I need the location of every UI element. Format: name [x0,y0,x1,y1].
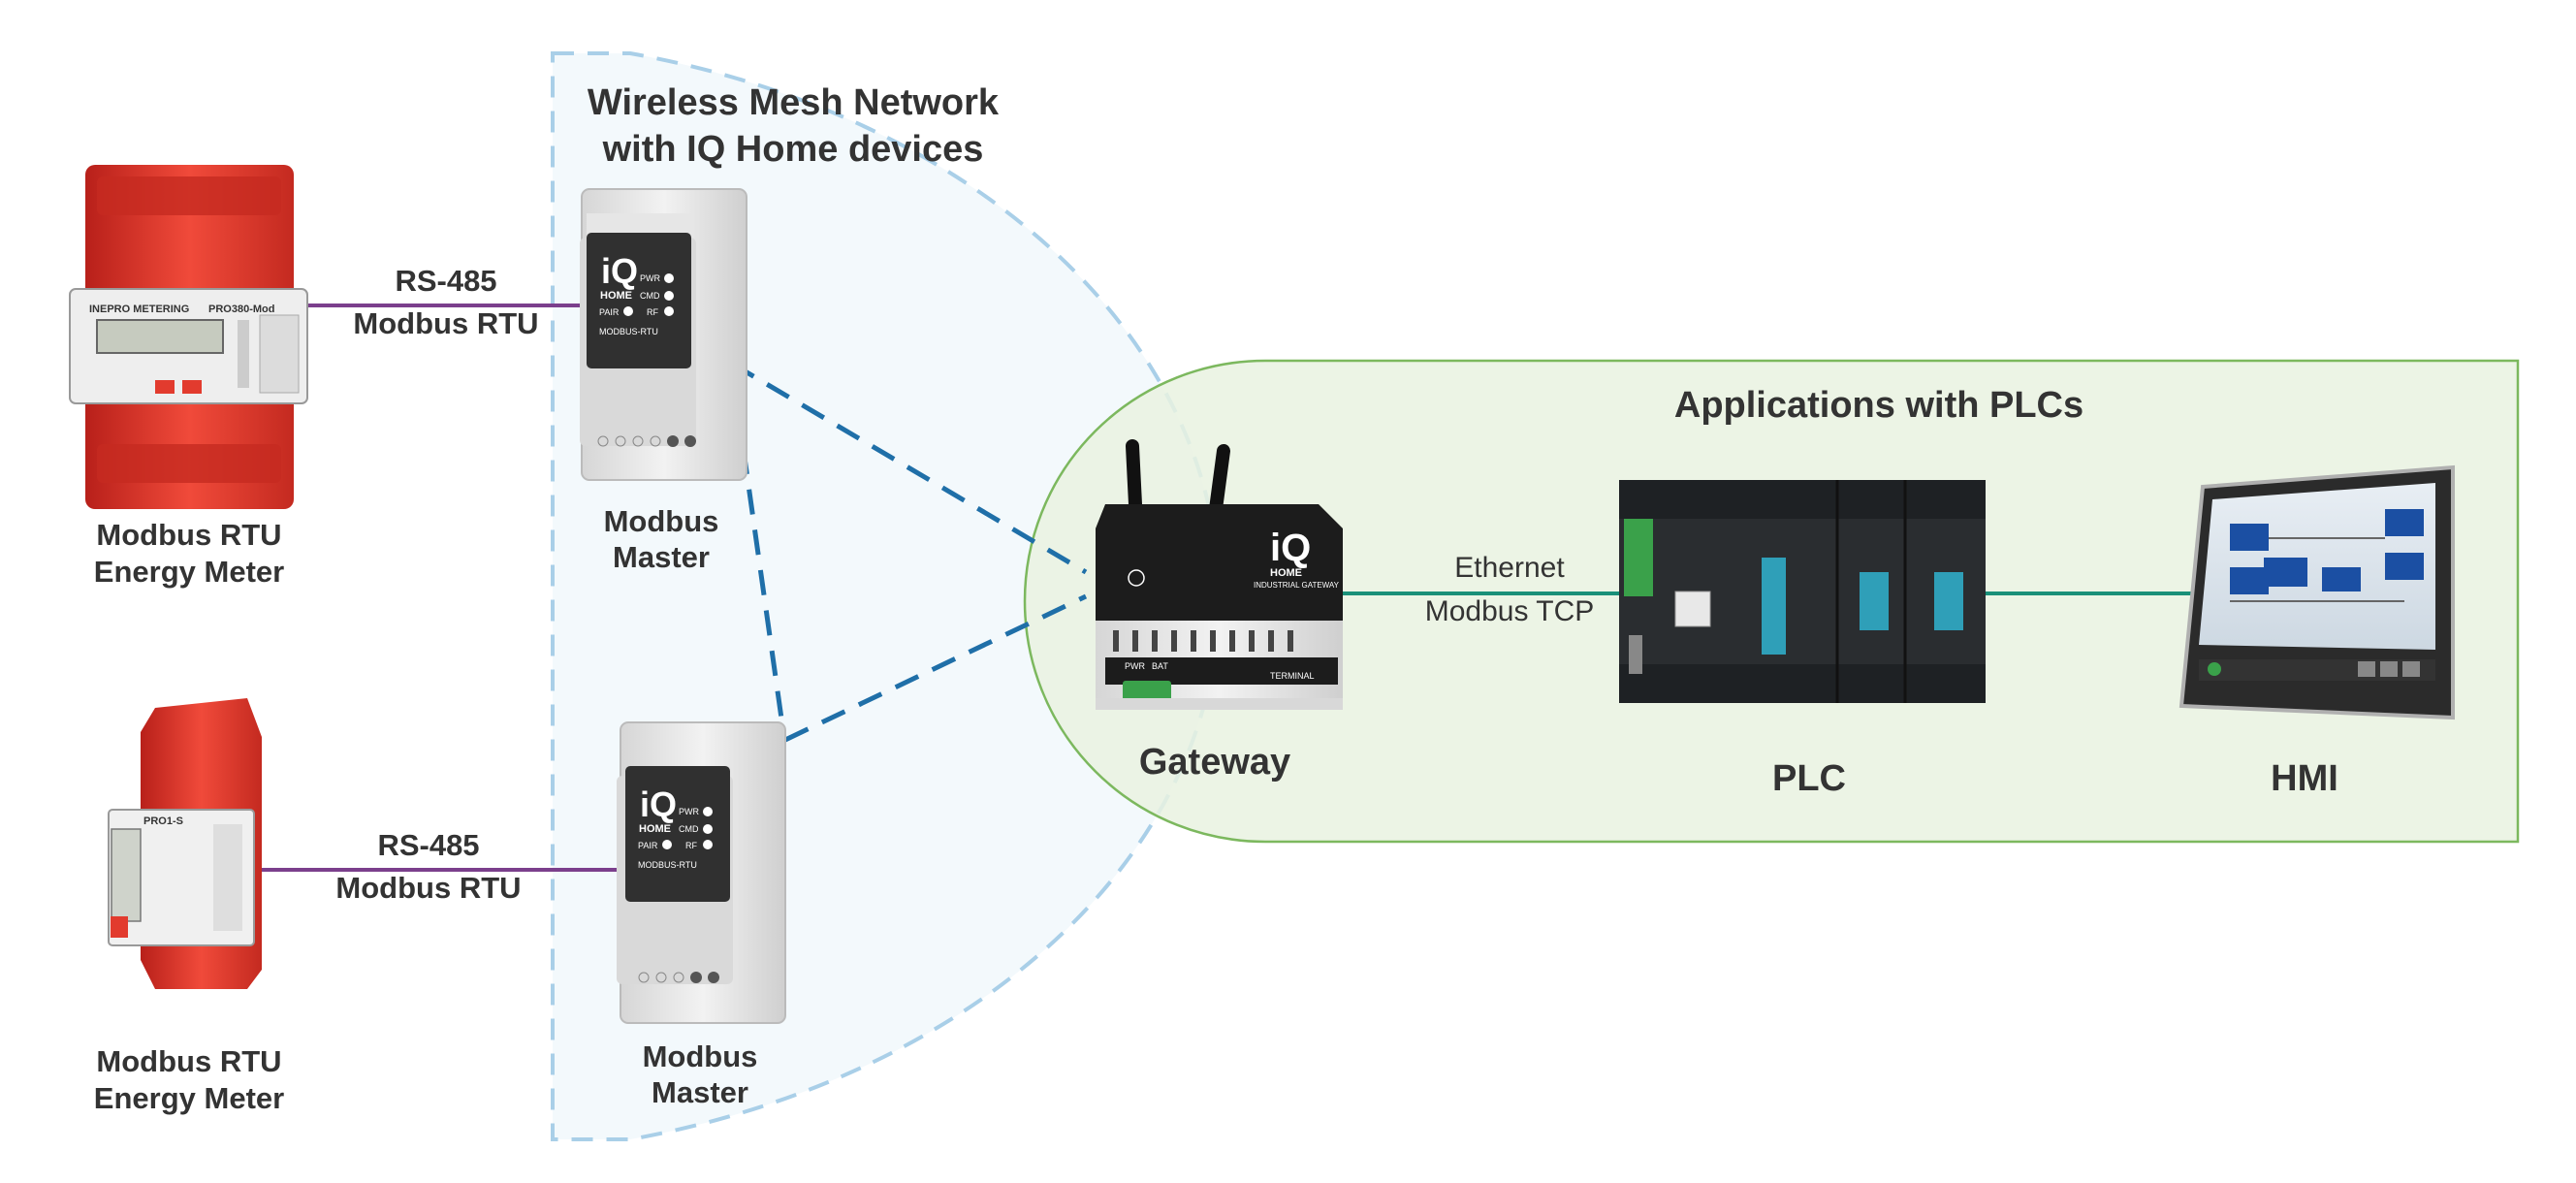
svg-text:HOME: HOME [1270,567,1302,579]
svg-text:PRO380-Mod: PRO380-Mod [208,304,274,315]
svg-text:TERMINAL: TERMINAL [1270,671,1315,681]
svg-text:CMD: CMD [679,824,699,834]
master-bottom-label-line2: Master [652,1075,748,1109]
meter-top-label-line2: Energy Meter [94,555,284,589]
serial-label-bottom-line2: Modbus RTU [335,871,521,905]
svg-text:CMD: CMD [640,291,660,301]
svg-text:PRO1-S: PRO1-S [143,815,183,827]
svg-text:BAT: BAT [1152,661,1168,671]
hmi-icon [2178,464,2455,720]
svg-text:PAIR: PAIR [638,841,658,850]
master-top-label-line1: Modbus [604,504,719,538]
plc-icon [1619,480,1986,703]
plc-area-title: Applications with PLCs [1674,385,2083,426]
svg-text:HOME: HOME [600,290,632,302]
ethernet-label-line1: Ethernet [1454,552,1565,584]
svg-text:PWR: PWR [1125,661,1145,671]
serial-label-top-line1: RS-485 [395,264,496,298]
svg-text:iQ: iQ [1270,527,1311,569]
svg-text:MODBUS-RTU: MODBUS-RTU [638,860,697,870]
mesh-title-line2: with IQ Home devices [602,129,984,170]
ethernet-label-line2: Modbus TCP [1425,595,1595,627]
svg-text:HOME: HOME [639,823,671,835]
svg-text:INEPRO METERING: INEPRO METERING [89,304,189,315]
meter-top-label-line1: Modbus RTU [96,518,281,552]
svg-text:RF: RF [647,307,658,317]
mesh-title-line1: Wireless Mesh Network [588,82,1000,123]
energy-meter-bottom-icon: PRO1-S [108,698,262,989]
svg-text:INDUSTRIAL GATEWAY: INDUSTRIAL GATEWAY [1254,581,1340,590]
svg-text:iQ: iQ [601,251,638,291]
modbus-master-top-icon: iQ HOME PWR CMD PAIR RF MODBUS-RTU [580,188,747,481]
hmi-label: HMI [2271,758,2338,799]
svg-text:PWR: PWR [679,807,699,816]
svg-text:iQ: iQ [640,784,677,824]
svg-text:PWR: PWR [640,273,660,283]
energy-meter-top-icon: INEPRO METERING PRO380-Mod [69,165,308,509]
gateway-icon: iQ HOME INDUSTRIAL GATEWAY PWR BAT TERMI… [1096,439,1343,710]
plc-label: PLC [1772,758,1846,799]
gateway-label: Gateway [1139,742,1290,783]
svg-text:RF: RF [685,841,697,850]
meter-bottom-label-line2: Energy Meter [94,1081,284,1115]
modbus-master-bottom-icon: iQ HOME PWR CMD PAIR RF MODBUS-RTU [617,721,786,1024]
serial-label-bottom-line1: RS-485 [377,828,479,862]
master-bottom-label-line1: Modbus [643,1039,758,1073]
wireless-link-master-top-gateway [730,361,1088,575]
meter-bottom-label-line1: Modbus RTU [96,1044,281,1078]
wireless-link-master-bottom-gateway [783,593,1088,743]
svg-text:PAIR: PAIR [599,307,620,317]
serial-label-top-line2: Modbus RTU [353,306,538,340]
svg-text:MODBUS-RTU: MODBUS-RTU [599,327,658,336]
master-top-label-line2: Master [613,540,710,574]
